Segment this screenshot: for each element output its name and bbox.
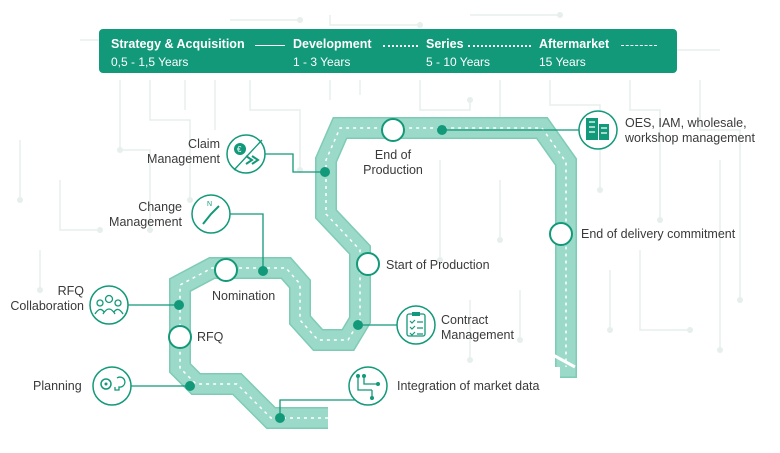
circuit-icon [348, 366, 388, 406]
process-change-management-label: Change Management [100, 200, 182, 230]
phase-title: Strategy & Acquisition [111, 37, 245, 51]
phase-separator [383, 45, 418, 47]
phase-aftermarket: Aftermarket 15 Years [539, 37, 609, 69]
label-line: OES, IAM, wholesale, [625, 116, 747, 130]
compass-icon: N [191, 194, 231, 234]
milestone-sop-marker [356, 252, 380, 276]
connectors [124, 129, 582, 418]
phase-separator [468, 45, 531, 47]
team-icon [89, 285, 129, 325]
building-icon [578, 110, 618, 150]
phase-strategy-acquisition: Strategy & Acquisition 0,5 - 1,5 Years [111, 37, 245, 69]
phase-title: Series [426, 37, 464, 51]
milestone-rfq-label: RFQ [197, 330, 224, 344]
milestone-eod-marker [549, 222, 573, 246]
phase-duration: 0,5 - 1,5 Years [111, 55, 189, 69]
connection-dots [174, 125, 447, 423]
phase-title: Aftermarket [539, 37, 610, 51]
svg-text:€: € [237, 145, 242, 154]
phase-duration: 5 - 10 Years [426, 55, 491, 69]
svg-text:N: N [207, 201, 212, 208]
label-line: End of [374, 148, 412, 162]
phase-separator [621, 45, 657, 46]
label-line: Change [138, 200, 182, 214]
label-line: Collaboration [10, 299, 84, 313]
process-rfq-collaboration-label: RFQ Collaboration [2, 284, 84, 314]
label-line: Contract [441, 313, 489, 327]
phase-separator [255, 45, 285, 46]
gear-bulb-icon [92, 366, 132, 406]
milestone-eop-label: End of Production [357, 148, 429, 178]
label-line: Management [441, 328, 514, 342]
lifecycle-phase-banner: Strategy & Acquisition 0,5 - 1,5 Years D… [99, 29, 677, 73]
process-market-data-label: Integration of market data [397, 379, 540, 393]
phase-development: Development 1 - 3 Years [293, 37, 372, 69]
process-contract-management-label: Contract Management [441, 313, 514, 343]
milestone-rfq-marker [168, 325, 192, 349]
milestone-nomination-marker [214, 258, 238, 282]
milestone-markers [168, 118, 573, 349]
milestone-sop-label: Start of Production [386, 258, 490, 272]
label-line: Management [109, 215, 182, 229]
milestone-eod-label: End of delivery commitment [581, 227, 736, 241]
label-line: Management [147, 152, 220, 166]
label-line: RFQ [57, 284, 84, 298]
milestone-eop-marker [381, 118, 405, 142]
milestone-nomination-label: Nomination [212, 289, 276, 303]
label-line: Claim [188, 137, 220, 151]
road [169, 117, 577, 429]
process-claim-management-label: Claim Management [138, 137, 220, 167]
label-line: workshop management [625, 131, 755, 145]
process-planning-label: Planning [33, 379, 82, 393]
phase-title: Development [293, 37, 372, 51]
euro-arrow-icon: € [226, 134, 266, 174]
phase-series: Series 5 - 10 Years [426, 37, 490, 69]
label-line: Production [363, 163, 423, 177]
phase-duration: 15 Years [539, 55, 586, 69]
phase-duration: 1 - 3 Years [293, 55, 351, 69]
process-aftermarket-channels-label: OES, IAM, wholesale, workshop management [625, 116, 755, 146]
clipboard-checklist-icon [396, 305, 436, 345]
